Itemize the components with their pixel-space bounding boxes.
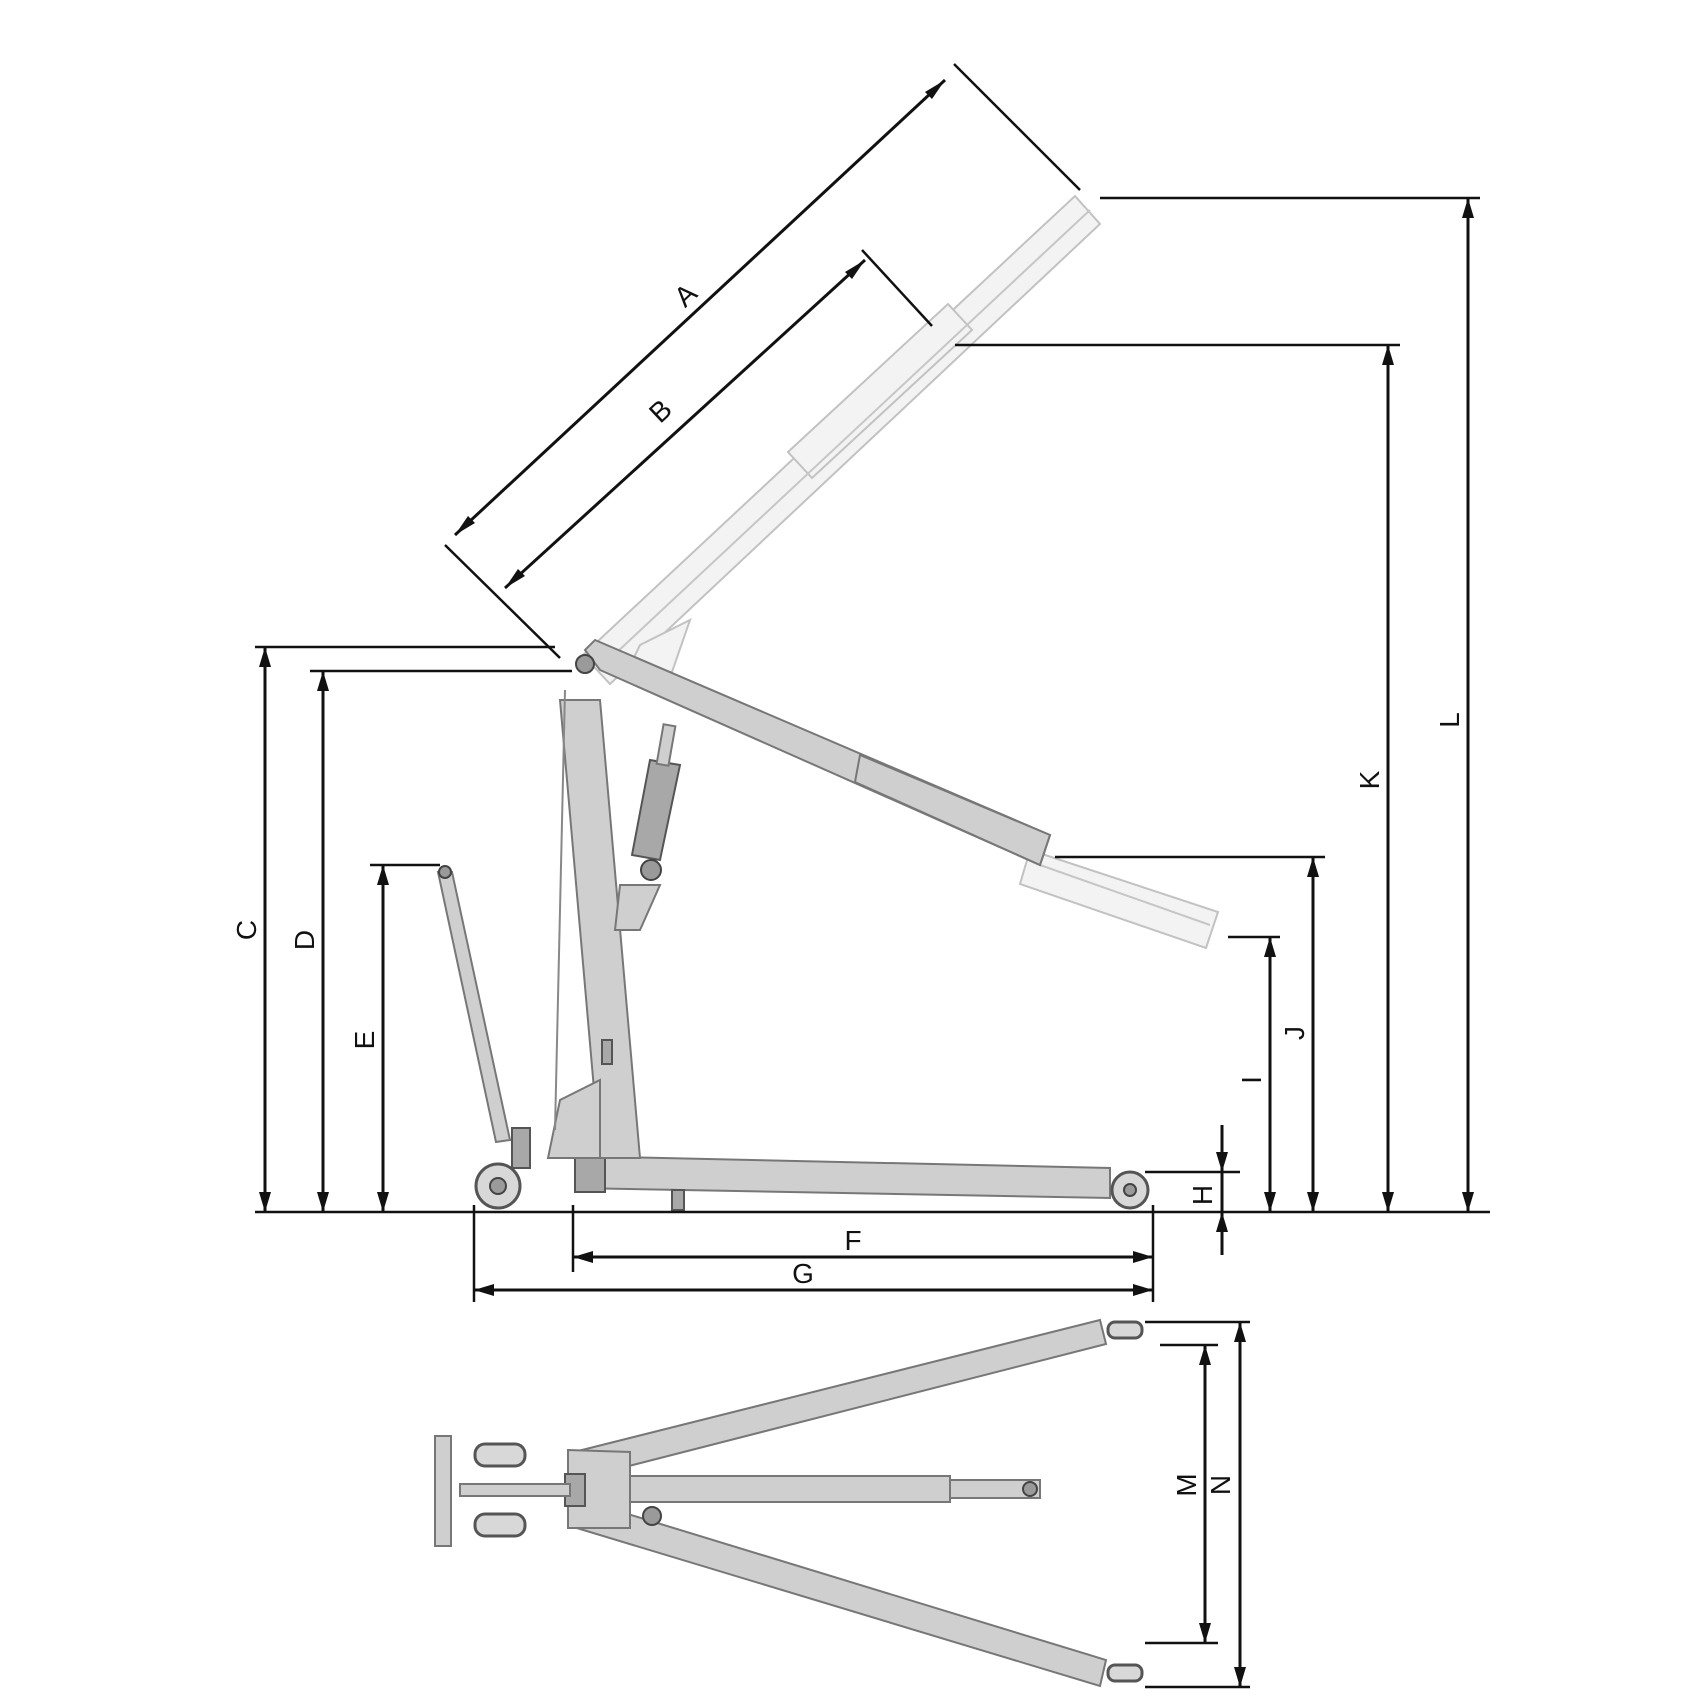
center-beam: [569, 1475, 951, 1503]
pump-handle: [436, 871, 512, 1144]
extension-lines: [255, 63, 1490, 1302]
dim-label-e: E: [349, 1031, 380, 1050]
boom-pivot: [575, 654, 595, 674]
front-wheel-hub: [1123, 1183, 1137, 1197]
rear-caster-bottom: [473, 1512, 527, 1538]
ram-rod: [655, 723, 677, 767]
front-caster-bottom: [1106, 1663, 1144, 1683]
rear-wheel-hub: [489, 1177, 507, 1195]
side-view: A B C D E F G H I J K L: [231, 63, 1490, 1302]
dim-b-line: [503, 258, 867, 590]
boom-extension-ghost: [1018, 848, 1220, 950]
dim-label-h: H: [1187, 1185, 1218, 1205]
mast-slot: [601, 1039, 613, 1065]
dimension-lines: [263, 78, 1470, 1292]
mast-base-bolt: [642, 1506, 662, 1526]
dim-label-g: G: [792, 1258, 814, 1289]
dim-label-c: C: [231, 920, 262, 940]
top-view: M N: [434, 1318, 1250, 1689]
dim-a-line: [453, 78, 947, 537]
base-leg: [574, 1154, 1111, 1200]
arrowheads: [259, 80, 1474, 1296]
dim-label-b: B: [643, 393, 678, 428]
boom-raised-ghost: [581, 194, 1102, 686]
dim-label-m: M: [1171, 1473, 1202, 1496]
leg-upper: [568, 1318, 1108, 1480]
ram-bracket: [613, 884, 662, 931]
ram-pump-knob: [640, 859, 662, 881]
dim-label-l: L: [1434, 712, 1465, 728]
rear-caster-top: [473, 1442, 527, 1468]
mast: [558, 699, 642, 1159]
handle-tip: [438, 865, 452, 879]
center-beam-extension: [949, 1479, 1041, 1499]
boom-inner-section: [853, 753, 1052, 867]
base-foot: [671, 1189, 685, 1211]
dim-label-n: N: [1205, 1475, 1236, 1495]
chain: [554, 689, 566, 1131]
dim-label-j: J: [1279, 1026, 1310, 1040]
beam-end-hole: [1022, 1481, 1038, 1497]
dim-label-i: I: [1236, 1076, 1267, 1084]
handle-grip: [434, 1435, 452, 1547]
hydraulic-cylinder: [630, 758, 682, 862]
mast-gusset: [546, 1078, 601, 1159]
dim-label-k: K: [1354, 770, 1385, 789]
front-caster-top: [1106, 1320, 1144, 1340]
dim-label-f: F: [844, 1225, 861, 1256]
leg-lower: [568, 1498, 1108, 1688]
handle-socket: [511, 1127, 531, 1169]
dim-label-d: D: [289, 930, 320, 950]
handle-bar: [459, 1483, 571, 1497]
